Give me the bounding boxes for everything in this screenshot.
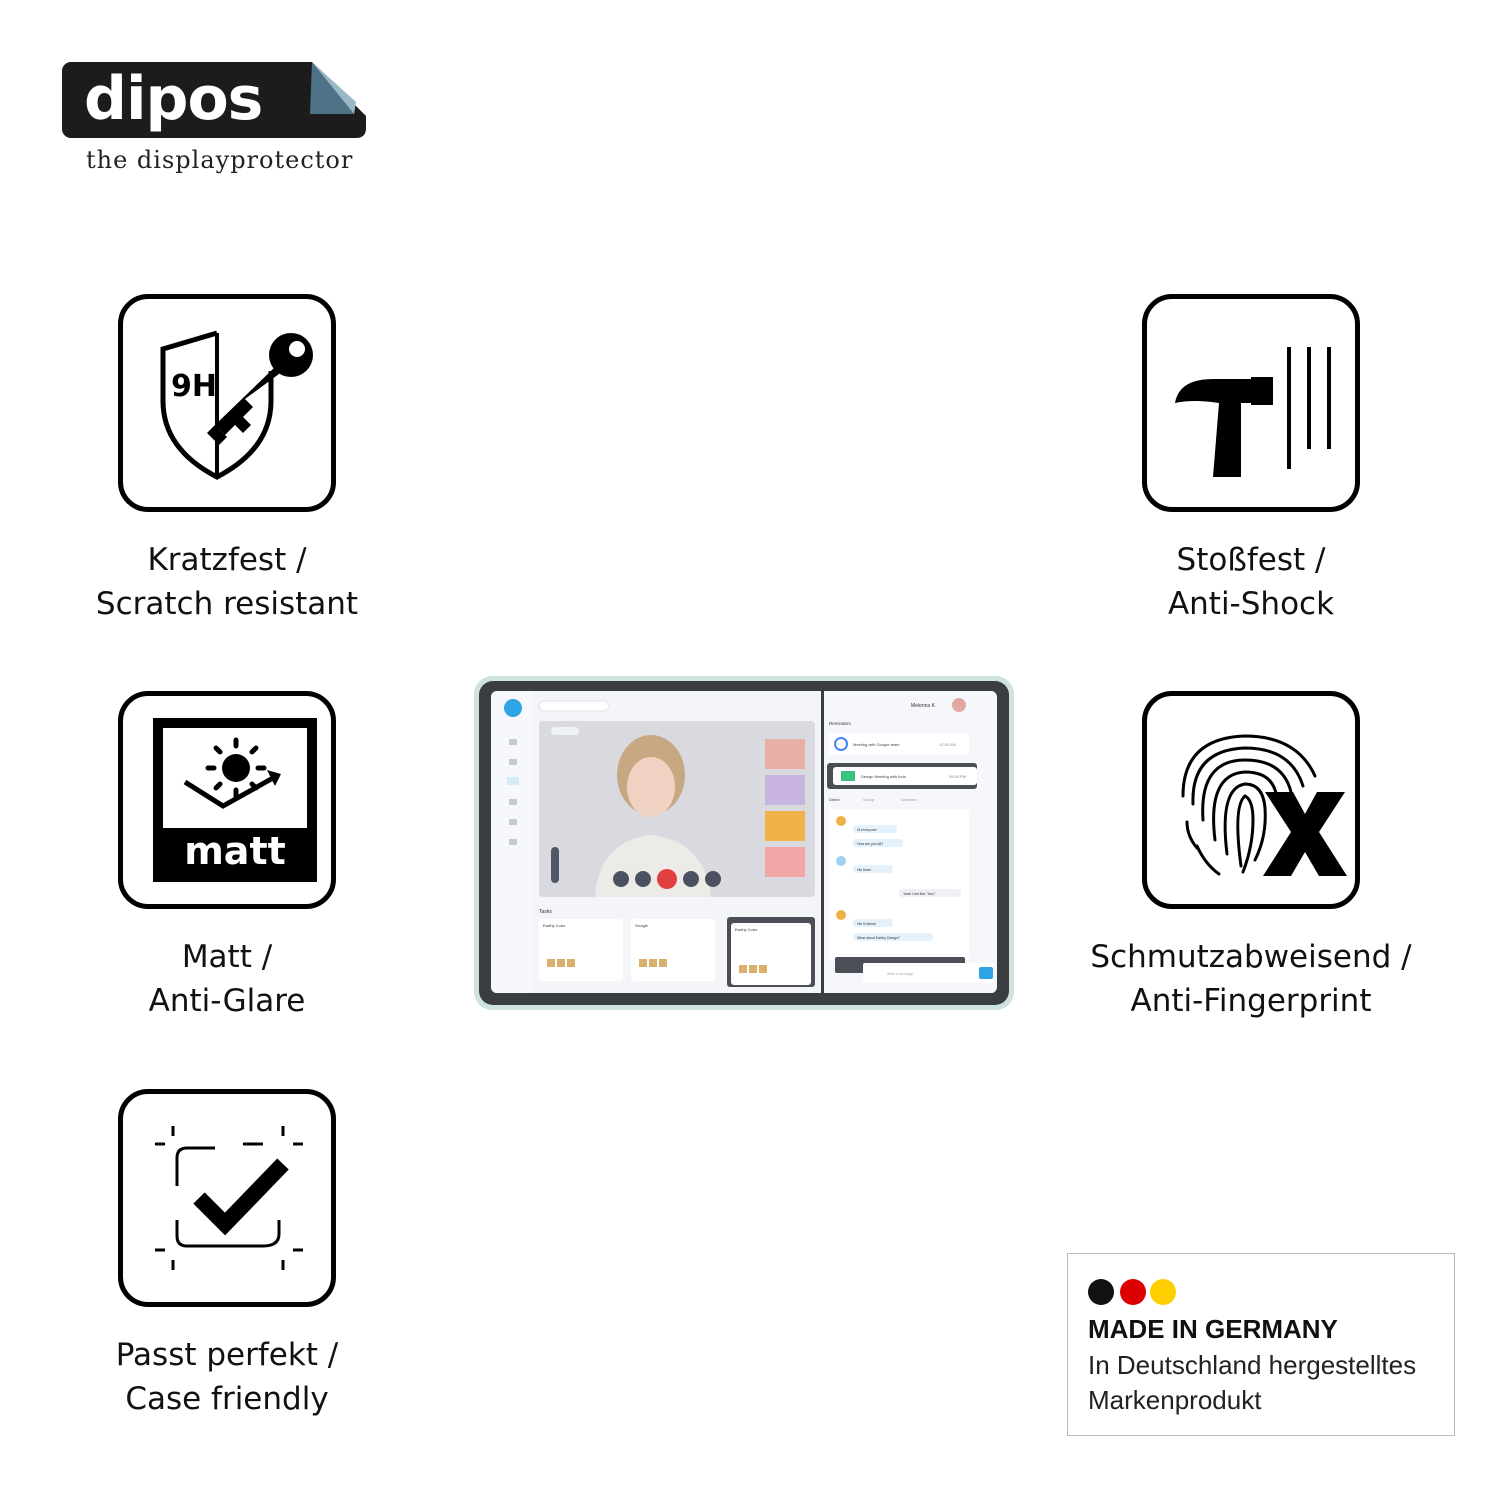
check-frame-icon [155,1126,303,1270]
icon-frame: 9H [118,294,336,512]
flag-dot-black [1088,1279,1114,1305]
reminder-time: 05:30 PM [949,774,966,779]
feature-caption: Kratzfest / Scratch resistant [77,538,377,626]
chat-message: Yeah I am fine. You? [903,892,935,896]
chat-message: Hie Krishna! [857,922,876,926]
caption-line-en: Anti-Shock [1167,586,1335,622]
badge-9h-text: 9H [171,369,217,404]
reminder-time: 12:30 AM [939,742,956,747]
caption-line-de: Kratzfest / [147,542,307,578]
chat-message: Hie team [857,868,871,872]
reminder-item: Design Meeting with Indu [861,774,906,779]
task-card-title: Google [635,923,649,928]
feature-caption: Matt / Anti-Glare [77,935,377,1023]
feature-caption: Passt perfekt / Case friendly [77,1333,377,1421]
icon-frame [118,1089,336,1307]
caption-line-de: Passt perfekt / [115,1337,339,1373]
feature-scratch-resistant: 9H Kratzfest / Scratch resistant [77,294,377,626]
reminder-item: Meeting with Google team [853,742,900,747]
fingerprint-x-icon [1181,734,1347,876]
task-card-title: Earthy Color [543,923,566,928]
chat-tab: Archived [901,797,917,802]
flag-dot-gold [1150,1279,1176,1305]
message-input-placeholder: Write a message [887,972,913,976]
task-card-title: Earthy Color [735,927,758,932]
made-in-line-2: Markenprodukt [1088,1385,1262,1415]
icon-frame: matt [118,691,336,909]
sun-matt-icon: matt [153,718,317,882]
reminders-title: Reminders [829,721,852,726]
brand-logo: dipos the displayprotector [62,62,367,182]
tablet-product-image: Tasks Earthy Color Google Earthy Color M… [474,676,1014,1010]
chat-tab: Group [863,797,875,802]
shield-key-icon: 9H [160,330,313,480]
logo-fold-icon [310,62,366,138]
icon-frame [1142,294,1360,512]
tablet-screen: Tasks Earthy Color Google Earthy Color M… [491,691,997,993]
caption-line-en: Anti-Fingerprint [1130,983,1372,1019]
chat-tab: Direct [829,797,840,802]
caption-line-en: Scratch resistant [95,586,359,622]
logo-wordmark: dipos [84,64,263,134]
feature-caption: Schmutzabweisend / Anti-Fingerprint [1031,935,1471,1023]
caption-line-en: Anti-Glare [148,983,306,1019]
made-in-subtitle: In Deutschland hergestelltes Markenprodu… [1088,1348,1416,1418]
hammer-icon [1175,347,1331,477]
flag-dot-red [1120,1279,1146,1305]
feature-case-friendly: Passt perfekt / Case friendly [77,1089,377,1421]
caption-line-de: Stoßfest / [1176,542,1326,578]
feature-caption: Stoßfest / Anti-Shock [1101,538,1401,626]
made-in-title: MADE IN GERMANY [1088,1314,1338,1344]
tablet-bezel: Tasks Earthy Color Google Earthy Color M… [479,681,1009,1005]
chat-message: Hi everyone! [857,828,877,832]
caption-line-en: Case friendly [125,1381,329,1417]
matt-label-text: matt [184,829,286,873]
chat-message: How are you all? [857,842,883,846]
feature-anti-fingerprint: Schmutzabweisend / Anti-Fingerprint [1090,691,1412,1023]
chat-message: What about Earthy Design? [857,936,900,940]
feature-anti-shock: Stoßfest / Anti-Shock [1101,294,1401,626]
contact-name: Melenna K [911,703,936,709]
feature-matt: matt Matt / Anti-Glare [77,691,377,1023]
icon-frame [1142,691,1360,909]
tasks-title: Tasks [539,909,552,915]
video-call-app-screenshot: Tasks Earthy Color Google Earthy Color M… [491,691,995,993]
logo-tagline: the displayprotector [86,146,354,174]
logo-box: dipos [62,62,312,138]
made-in-germany-badge: MADE IN GERMANY In Deutschland hergestel… [1067,1253,1455,1436]
caption-line-de: Matt / [181,939,273,975]
made-in-line-1: In Deutschland hergestelltes [1088,1350,1417,1380]
caption-line-de: Schmutzabweisend / [1090,939,1412,975]
